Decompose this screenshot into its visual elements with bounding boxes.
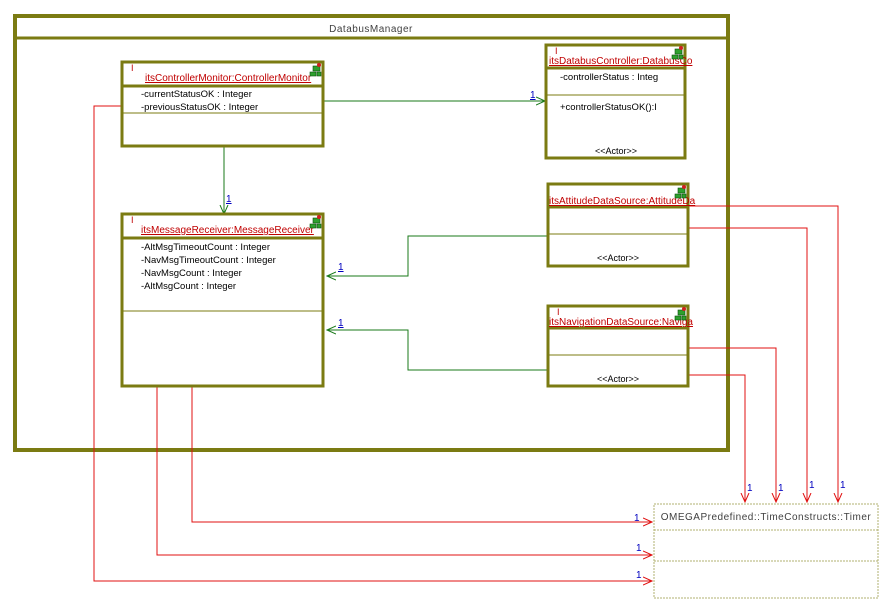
instance-marker: I — [555, 46, 558, 56]
assoc-attitude-receiver[interactable] — [327, 235, 548, 276]
class-title: itsControllerMonitor:ControllerMonitor — [145, 73, 312, 84]
attribute: -NavMsgCount : Integer — [141, 268, 242, 279]
mult-navigation-receiver: 1 — [338, 318, 344, 329]
stereotype: <<Actor>> — [597, 374, 639, 384]
mult-timer-top-1: 1 — [747, 483, 753, 494]
mult-timer-left-2: 1 — [636, 543, 642, 554]
instance-marker: I — [131, 63, 134, 73]
mult-timer-top-2: 1 — [778, 483, 784, 494]
composite-icon — [309, 215, 322, 229]
mult-timer-left-3: 1 — [636, 570, 642, 581]
package-databus-manager[interactable]: DatabusManager — [13, 14, 730, 452]
link-navigation-timer-b[interactable] — [688, 374, 745, 502]
class-title: itsMessageReceiver:MessageReceiver — [141, 225, 315, 236]
stereotype: <<Actor>> — [597, 253, 639, 263]
class-title: itsAttitudeDataSource:AttitudeDa — [549, 196, 696, 207]
mult-attitude-receiver: 1 — [338, 262, 344, 273]
attribute: -NavMsgTimeoutCount : Integer — [141, 255, 276, 266]
link-attitude-timer-a[interactable] — [688, 205, 838, 502]
link-attitude-timer-b[interactable] — [688, 227, 807, 502]
mult-monitor-controller: 1 — [530, 90, 536, 101]
class-title: itsNavigationDataSource:Naviga — [549, 317, 693, 328]
link-receiver-timer-a[interactable] — [156, 386, 652, 555]
associations — [224, 101, 548, 371]
class-title: itsDatabusController:DatabusCo — [549, 56, 693, 67]
class-message-receiver[interactable]: I itsMessageReceiver:MessageReceiver -Al… — [120, 212, 325, 388]
composite-icon — [674, 185, 687, 199]
operation: +controllerStatusOK():I — [560, 102, 657, 113]
attribute: -AltMsgCount : Integer — [141, 281, 236, 292]
link-receiver-timer-b[interactable] — [191, 386, 652, 522]
stereotype: <<Actor>> — [595, 146, 637, 156]
mult-timer-left-1: 1 — [634, 513, 640, 524]
assoc-navigation-receiver[interactable] — [327, 330, 548, 371]
instance-marker: I — [557, 307, 560, 317]
mult-monitor-receiver: 1 — [226, 194, 232, 205]
composite-icon — [309, 63, 322, 77]
class-timer[interactable]: OMEGAPredefined::TimeConstructs::Timer — [653, 503, 879, 599]
class-controller-monitor[interactable]: I itsControllerMonitor:ControllerMonitor… — [120, 60, 325, 148]
class-databus-controller[interactable]: I itsDatabusController:DatabusCo -contro… — [544, 43, 693, 160]
mult-timer-top-3: 1 — [809, 480, 815, 491]
package-title: DatabusManager — [329, 24, 413, 35]
timer-title: OMEGAPredefined::TimeConstructs::Timer — [661, 512, 872, 523]
composite-icon — [671, 46, 684, 60]
link-monitor-timer[interactable] — [93, 105, 652, 581]
class-attitude-data-source[interactable]: itsAttitudeDataSource:AttitudeDa <<Actor… — [546, 182, 696, 268]
mult-timer-top-4: 1 — [840, 480, 846, 491]
class-navigation-data-source[interactable]: I itsNavigationDataSource:Naviga <<Actor… — [546, 304, 693, 388]
composite-icon — [674, 307, 687, 321]
attribute: -controllerStatus : Integ — [560, 72, 658, 83]
attribute: -AltMsgTimeoutCount : Integer — [141, 242, 270, 253]
attribute: -previousStatusOK : Integer — [141, 102, 258, 113]
timer-links — [93, 105, 838, 581]
attribute: -currentStatusOK : Integer — [141, 89, 252, 100]
link-navigation-timer-a[interactable] — [688, 347, 776, 502]
instance-marker: I — [131, 215, 134, 225]
